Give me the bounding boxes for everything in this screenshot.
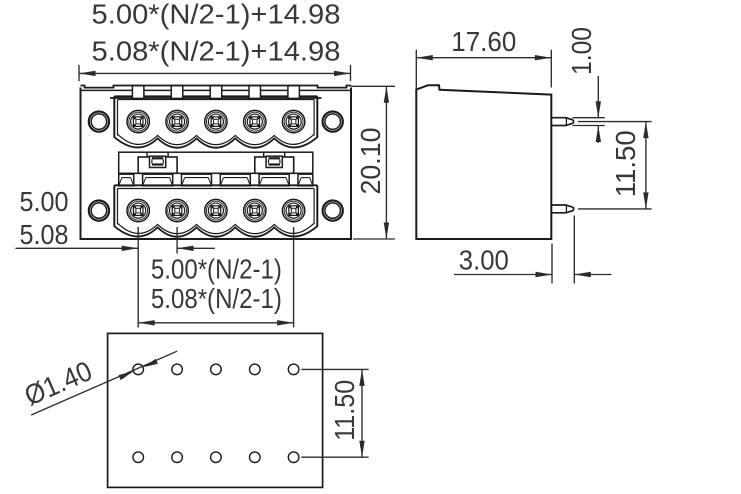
svg-text:5.00: 5.00 [20,186,69,217]
svg-text:5.08*(N/2-1): 5.08*(N/2-1) [151,283,282,314]
svg-text:20.10: 20.10 [355,128,386,195]
svg-text:11.50: 11.50 [329,380,360,441]
svg-text:5.08: 5.08 [20,219,69,250]
svg-text:3.00: 3.00 [459,245,509,276]
svg-text:17.60: 17.60 [451,26,516,57]
svg-text:1.00: 1.00 [566,27,597,75]
svg-text:5.00*(N/2-1): 5.00*(N/2-1) [151,254,282,285]
svg-text:5.08*(N/2-1)+14.98: 5.08*(N/2-1)+14.98 [92,36,341,67]
svg-text:5.00*(N/2-1)+14.98: 5.00*(N/2-1)+14.98 [92,0,341,30]
svg-text:11.50: 11.50 [610,130,641,197]
